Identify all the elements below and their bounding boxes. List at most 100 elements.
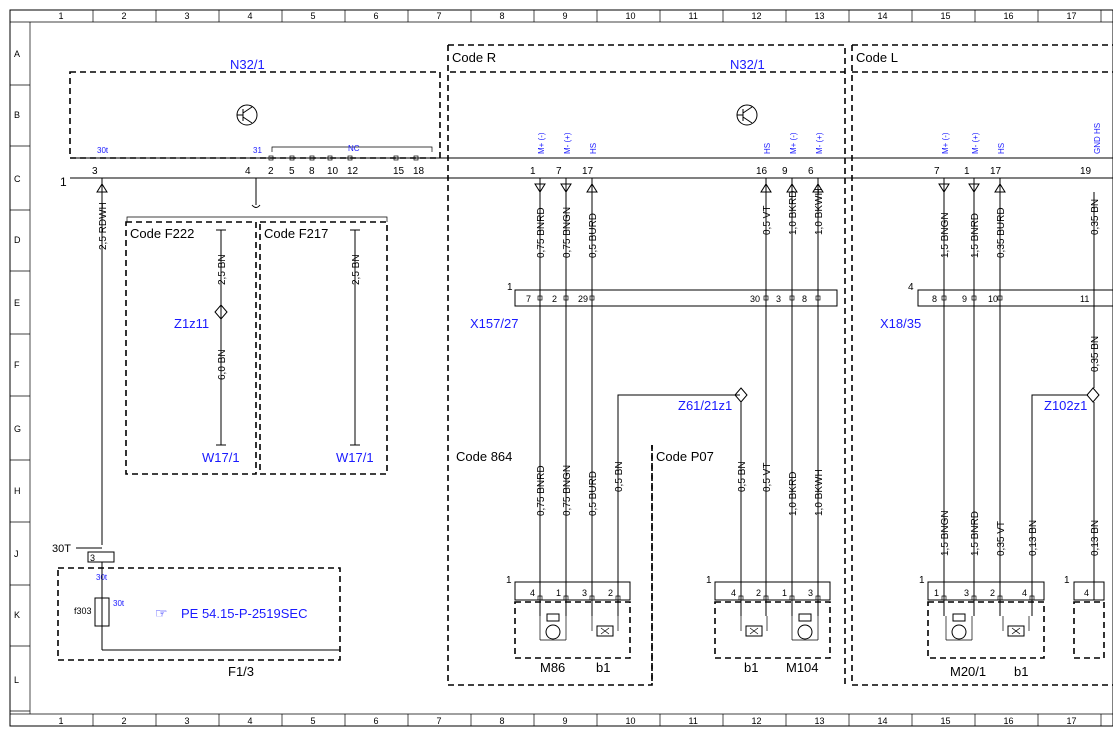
wire-label: 0,5 VT <box>762 206 773 235</box>
grid-column-label: 15 <box>941 11 951 21</box>
grid-row-label: F <box>14 360 20 370</box>
hand-pointer-icon: ☞ <box>155 605 168 621</box>
pin-signal: M+ (-) <box>941 132 950 154</box>
wire-label: 0,13 BN <box>1090 520 1101 556</box>
grid-column-label: 8 <box>500 11 505 21</box>
splice-label: Z102z1 <box>1044 398 1087 413</box>
grid-column-label: 13 <box>815 716 825 726</box>
wire-label: 0,75 BNRD <box>536 465 547 516</box>
wire-label: 2,5 RDWH <box>98 202 109 250</box>
wire-label: 0,5 BN <box>614 461 625 492</box>
sensor-icon <box>596 625 614 637</box>
pin-signal: GND HS <box>1093 123 1102 154</box>
grid-column-label: 5 <box>311 11 316 21</box>
grid-row-label: G <box>14 424 21 434</box>
pin-number: 4 <box>731 588 736 598</box>
pin-number: 1 <box>934 588 939 598</box>
grid-row-label: E <box>14 298 20 308</box>
pin-number: 3 <box>808 588 813 598</box>
grid-column-label: 3 <box>185 716 190 726</box>
pin-number: 11 <box>1080 294 1089 304</box>
pin-number: 1 <box>964 166 970 177</box>
pin-signal: M+ (-) <box>789 132 798 154</box>
pin-number: 2 <box>756 588 761 598</box>
pin-number: 9 <box>962 294 967 304</box>
pin-number: 4 <box>245 166 251 177</box>
grid-column-label: 16 <box>1004 716 1014 726</box>
pin-signal: M- (+) <box>815 132 824 154</box>
component-label: b1 <box>744 660 758 675</box>
wire-label: 0,35 BN <box>1090 199 1101 235</box>
pin-signal: HS <box>997 143 1006 154</box>
sensor-icon <box>1007 625 1025 637</box>
pin-number: 2 <box>608 588 613 598</box>
x157-connector <box>514 289 838 307</box>
pin-number: 10 <box>988 294 998 304</box>
pin-signal: 31 <box>253 146 262 155</box>
pin-number: 8 <box>932 294 937 304</box>
pin-signal: M- (+) <box>563 132 572 154</box>
grid-column-label: 17 <box>1067 716 1077 726</box>
wire-label: 0,35 VT <box>996 521 1007 556</box>
pin-number: 1 <box>530 166 536 177</box>
pin-number: 12 <box>347 166 359 177</box>
connector-label: X157/27 <box>470 316 518 331</box>
pin-signal: M- (+) <box>971 132 980 154</box>
pin-number: 7 <box>556 166 562 177</box>
grid-column-label: 12 <box>752 11 762 21</box>
pin-number: 5 <box>289 166 295 177</box>
grid-row-label: A <box>14 49 20 59</box>
grid-column-label: 3 <box>185 11 190 21</box>
pin-signal: HS <box>763 143 772 154</box>
pin-number: 3 <box>964 588 969 598</box>
connector-number: 1 <box>706 575 712 586</box>
terminal-label: 30T <box>52 543 71 555</box>
motor-housing-icon <box>546 613 560 622</box>
pin-signal: 30t <box>97 146 109 155</box>
pin-number: 16 <box>756 166 768 177</box>
grid-column-label: 7 <box>437 716 442 726</box>
pin-number: 3 <box>776 294 781 304</box>
wire-label: 0,75 BNRD <box>536 207 547 258</box>
pin-signal: M+ (-) <box>537 132 546 154</box>
reference-link[interactable]: PE 54.15-P-2519SEC <box>181 606 307 621</box>
pin-number: 3 <box>582 588 587 598</box>
wire-label: 0,13 BN <box>1028 520 1039 556</box>
pin-number: 17 <box>990 166 1002 177</box>
n32-left-label: N32/1 <box>230 57 265 72</box>
wire-label: 1,5 BNGN <box>940 510 951 556</box>
wire-label: 0,5 BURD <box>588 213 599 258</box>
nc-label: NC <box>348 144 360 153</box>
fuse-label: f303 <box>74 606 92 616</box>
pin-number: 15 <box>393 166 405 177</box>
grid-column-label: 10 <box>626 11 636 21</box>
grid-column-label: 14 <box>878 716 888 726</box>
grid-column-label: 1 <box>59 716 64 726</box>
wire-label: 1,0 BKRD <box>788 472 799 516</box>
pin-number: 30 <box>750 294 760 304</box>
wire-label: 1,0 BKRD <box>788 191 799 235</box>
grid-column-label: 12 <box>752 716 762 726</box>
code-r-box <box>447 45 653 686</box>
motor-housing-icon <box>952 613 966 622</box>
motor-icon <box>951 624 967 640</box>
code-f222-box <box>125 221 257 475</box>
grid-row-label: L <box>14 675 19 685</box>
pin-number: 7 <box>526 294 531 304</box>
n32-right-label: N32/1 <box>730 57 765 72</box>
grid-row-label: B <box>14 110 20 120</box>
motor-housing-icon <box>798 613 812 622</box>
code-f222-label: Code F222 <box>130 226 194 241</box>
grid-column-label: 10 <box>626 716 636 726</box>
code-l-box <box>851 45 1113 686</box>
wire-label: 0,75 BNGN <box>562 465 573 516</box>
pin-number: 6 <box>808 166 814 177</box>
component-label: F1/3 <box>228 664 254 679</box>
wire-label: 1,0 BKWH <box>814 188 825 235</box>
grid-column-label: 1 <box>59 11 64 21</box>
